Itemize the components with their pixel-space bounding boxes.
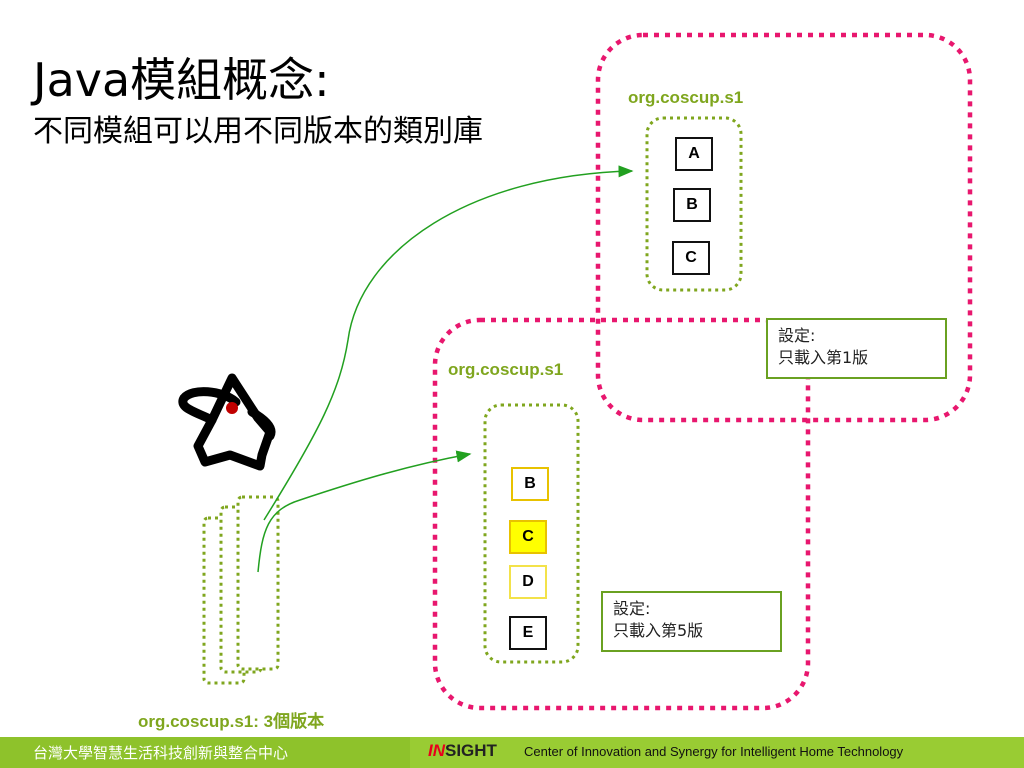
note-line: 設定:: [613, 599, 651, 618]
note-line: 設定:: [778, 326, 816, 345]
insight-logo: INSIGHT: [428, 741, 497, 761]
page-subtitle: 不同模組可以用不同版本的類別庫: [33, 114, 483, 149]
footer-org-name: 台灣大學智慧生活科技創新與整合中心: [33, 744, 289, 762]
class-box-c: C: [672, 241, 710, 275]
note-line: 只載入第1版: [778, 348, 869, 367]
module-top-border: [595, 32, 973, 423]
footer-left-panel: [0, 737, 410, 768]
logo-sight-text: SIGHT: [445, 741, 497, 760]
package-bottom-border: [483, 403, 580, 664]
package-top-border: [645, 116, 743, 292]
module-top-package-label: org.coscup.s1: [628, 88, 744, 107]
class-box-a: A: [675, 137, 713, 171]
class-box-e: E: [509, 616, 547, 650]
class-box-b: B: [511, 467, 549, 501]
module-top-note: 設定: 只載入第1版: [766, 318, 947, 379]
page-title: Java模組概念:: [33, 53, 330, 107]
module-bottom-note: 設定: 只載入第5版: [601, 591, 782, 652]
java-duke-icon: [178, 373, 276, 471]
note-line: 只載入第5版: [613, 621, 704, 640]
library-versions-label: org.coscup.s1: 3個版本: [138, 712, 325, 731]
class-box-d: D: [509, 565, 547, 599]
logo-in-text: IN: [428, 741, 445, 760]
footer-center-name: Center of Innovation and Synergy for Int…: [524, 744, 904, 759]
module-bottom-border: [432, 317, 811, 711]
arrow-to-top-module: [263, 165, 634, 521]
arrow-to-bottom-module: [257, 450, 472, 573]
module-bottom-package-label: org.coscup.s1: [448, 360, 564, 379]
class-box-b: B: [673, 188, 711, 222]
library-jar-3: [236, 495, 280, 671]
class-box-c: C: [509, 520, 547, 554]
